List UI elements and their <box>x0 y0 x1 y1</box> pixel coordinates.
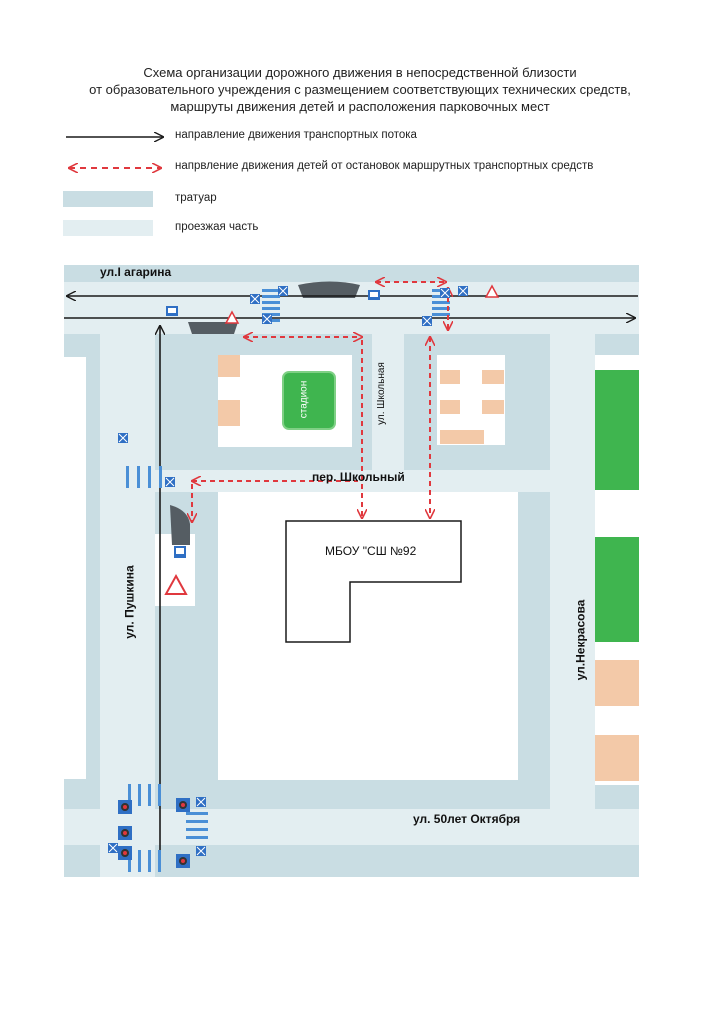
bus-pocket-1 <box>298 281 360 298</box>
street-label-shkolnaya: ул. Школьная <box>375 362 387 425</box>
street-label-shkolny-lane: пер. Школьный <box>312 470 405 484</box>
pedestrian-crossing-sign-icon <box>118 433 128 443</box>
shkolnaya-roadway <box>372 334 404 470</box>
title-line-1: Схема организации дорожного движения в н… <box>143 65 577 80</box>
parking-right-3 <box>440 400 460 414</box>
bus-pocket-2 <box>188 322 238 334</box>
street-label-nekrasova: ул.Некрасова <box>573 599 588 681</box>
zebra-pushkina-lower-north <box>128 784 161 806</box>
school-label: МБОУ "СШ №92 <box>325 544 417 558</box>
bus-pocket-3 <box>170 505 190 545</box>
traffic-flow-arrows <box>64 296 638 860</box>
pedestrian-crossing-sign-icon <box>165 477 175 487</box>
bus-stop-sign-icon <box>368 290 380 300</box>
children-warning-sign-icon <box>484 284 500 298</box>
pedestrian-crossing-sign-icon <box>196 797 206 807</box>
stadium-label: стадион <box>298 380 310 419</box>
parking-right-4 <box>482 400 504 414</box>
legend-sidewalk-swatch <box>63 191 153 207</box>
children-routes <box>192 282 448 522</box>
street-label-oktyabrya: ул. 50лет Октября <box>413 812 521 826</box>
legend-graphics <box>63 137 163 236</box>
pedestrian-crossing-sign-icon <box>440 288 450 298</box>
traffic-light-icon <box>176 854 190 868</box>
map-title: Схема организации дорожного движения в н… <box>40 64 680 115</box>
parking-right-1 <box>440 370 460 384</box>
green-zones <box>282 370 639 642</box>
parking-places <box>218 355 639 781</box>
street-label-gagarina: ул.I агарина <box>100 265 172 279</box>
parking-nekrasova-1 <box>595 660 639 706</box>
pushkina-roadway <box>100 334 155 877</box>
title-line-3: маршруты движения детей и расположения п… <box>170 99 550 114</box>
pedestrian-crossing-sign-icon <box>250 294 260 304</box>
shkolny-lane-roadway <box>155 470 550 492</box>
title-line-2: от образовательного учреждения с размеще… <box>89 82 631 97</box>
legend-children-route-label: напрвление движения детей от остановок м… <box>175 160 594 172</box>
pedestrian-crossing-sign-icon <box>196 846 206 856</box>
pedestrian-crossing-sign-icon <box>108 843 118 853</box>
school-building <box>285 520 462 643</box>
left-edge-block <box>64 357 86 779</box>
bus-stop-sign-icon <box>166 306 178 316</box>
parking-nekrasova-2 <box>595 735 639 781</box>
pedestrian-crossing-sign-icon <box>262 314 272 324</box>
green-zone-1 <box>595 370 639 490</box>
zebra-oktyabrya <box>186 812 208 839</box>
green-zone-2 <box>595 537 639 642</box>
pedestrian-crossing-sign-icon <box>422 316 432 326</box>
parking-stadium-1 <box>218 355 240 377</box>
traffic-light-icon <box>118 800 132 814</box>
children-warning-sign-icon <box>224 310 240 324</box>
road-signs <box>108 284 500 868</box>
legend-roadway-swatch <box>63 220 153 236</box>
zebra-pushkina-lower-south <box>128 850 161 872</box>
children-warning-sign-icon <box>164 573 188 595</box>
parking-right-2 <box>482 370 504 384</box>
parking-right-5 <box>440 430 484 444</box>
traffic-light-icon <box>176 798 190 812</box>
traffic-light-icon <box>118 826 132 840</box>
legend-traffic-flow-label: направление движения транспортных потока <box>175 129 417 141</box>
zebra-pushkina-upper <box>126 466 162 488</box>
traffic-light-icon <box>118 846 132 860</box>
legend-sidewalk-label: тратуар <box>175 192 217 204</box>
parking-stadium-2 <box>218 400 240 426</box>
bus-stop-pockets <box>170 281 360 545</box>
bus-stop-sign-icon <box>174 546 186 558</box>
pedestrian-crossing-sign-icon <box>458 286 468 296</box>
stadium-field <box>282 371 336 430</box>
street-label-pushkina: ул. Пушкина <box>122 565 137 639</box>
nekrasova-roadway <box>550 334 595 809</box>
pedestrian-crossing-sign-icon <box>278 286 288 296</box>
legend-roadway-label: проезжая часть <box>175 221 259 233</box>
